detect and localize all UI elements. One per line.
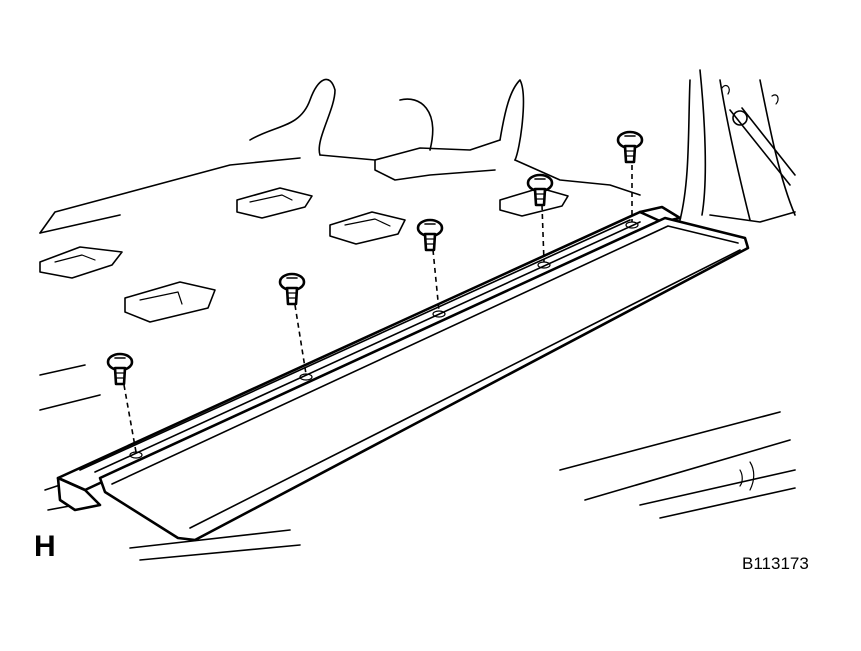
scuff-plate-cover [98,216,750,542]
clip-fasteners [106,130,644,386]
clip-5 [616,130,644,164]
floor-recess-holes [39,187,569,323]
clip-3 [416,218,444,252]
scuff-plate-rail [56,205,682,512]
vehicle-floor-outline [39,78,641,561]
clip-1 [106,352,134,386]
clip-hole [432,310,446,318]
view-label: H [34,530,56,563]
clip-hole [129,451,143,459]
clip-2 [278,272,306,306]
door-pillar [679,69,796,223]
installation-guide-lines [123,165,633,453]
figure-id: B113173 [742,554,809,573]
clip-4 [526,173,554,207]
step-lines [559,411,796,519]
clip-hole [299,373,313,381]
